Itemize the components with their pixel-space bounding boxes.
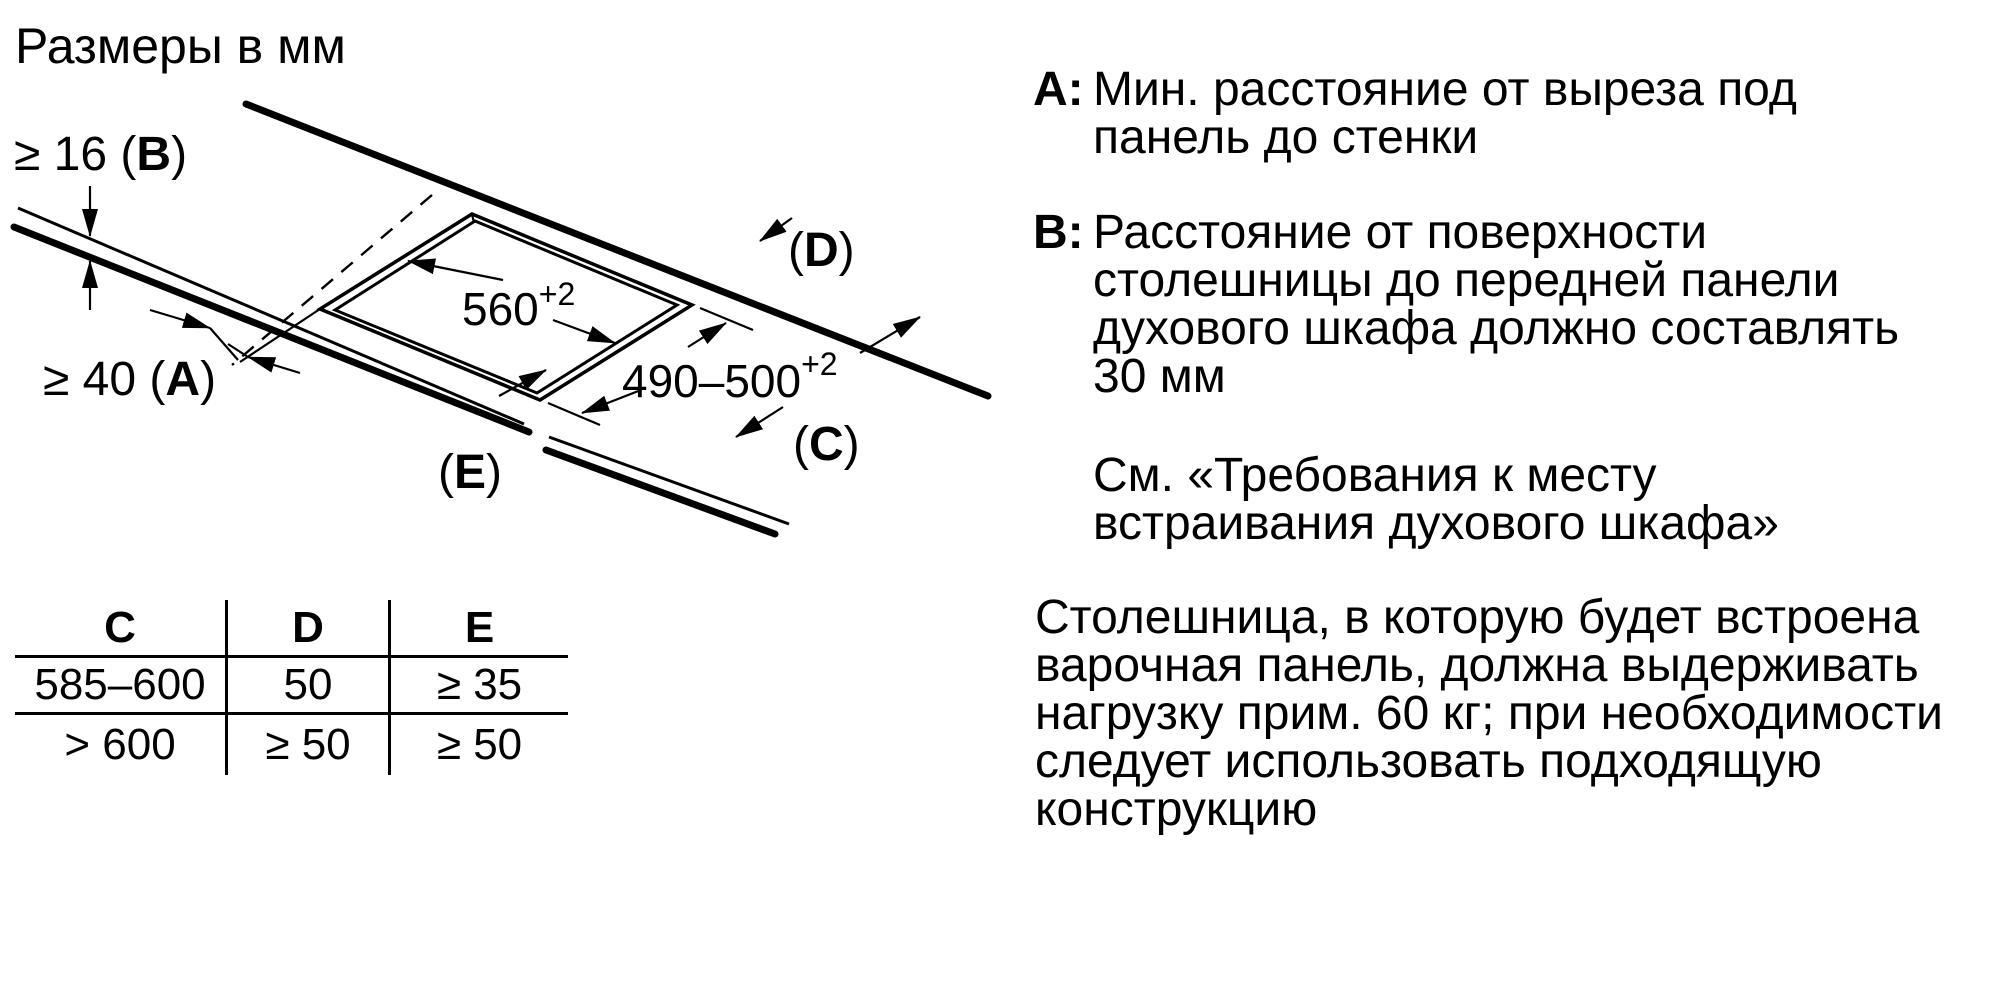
dim-560-arrow-left [407, 258, 504, 282]
label-d-arrow [759, 217, 793, 242]
cutout-inner-outline [331, 219, 681, 395]
table-header-c: C [15, 600, 228, 658]
table-cell-e2: ≥ 50 [436, 720, 523, 769]
cutout-outer-outline [316, 212, 696, 402]
dim-depth-label: 490–500+2 [622, 346, 838, 407]
depth-extension-line-bottom [547, 401, 601, 427]
table-cell-d1: 50 [228, 658, 391, 715]
dim-a-arrow-left [247, 355, 301, 375]
table-cell-c1: 585–600 [15, 658, 228, 715]
note-line: столешницы до передней панели [1093, 254, 1840, 307]
table-header-d: D [228, 600, 391, 658]
note-see-reference: См. «Требования к месту встраивания духо… [1093, 452, 1779, 548]
cutout-corner-edge [470, 213, 476, 224]
wall-reference-dashed-line [231, 194, 433, 366]
table-cell-d2: ≥ 50 [228, 715, 391, 775]
dim-b-label: ≥ 16 (B) [14, 128, 187, 181]
label-e-arrow [498, 369, 547, 397]
dim-a-leader-1 [209, 327, 239, 361]
label-e: (E) [438, 446, 502, 499]
note-line: конструкцию [1035, 783, 1318, 836]
note-load-capacity: Столешница, в которую будет встроена вар… [1035, 594, 1943, 834]
note-line: Расстояние от поверхности [1093, 206, 1708, 259]
note-line: См. «Требования к месту [1093, 449, 1657, 502]
label-c-arrow-down [735, 406, 784, 438]
label-d: (D) [788, 224, 855, 277]
dim-a-arrow-right [149, 308, 211, 330]
page-title: Размеры в мм [15, 18, 346, 74]
dimension-table: C D E 585–600 50 ≥ 35 > 600 ≥ 50 ≥ 50 [15, 600, 568, 775]
table-cell-c2: > 600 [15, 715, 228, 775]
table-cell-e1: ≥ 35 [391, 658, 568, 715]
dim-a-leader-2 [227, 343, 249, 358]
worktop-front-edge-top-right [548, 435, 790, 526]
note-line: Мин. расстояние от выреза под [1093, 63, 1797, 116]
note-line: 30 мм [1093, 350, 1226, 403]
label-c: (C) [793, 418, 860, 471]
note-b-text: Расстояние от поверхности столешницы до … [1093, 209, 1899, 401]
label-c-arrow-up [859, 316, 921, 354]
worktop-back-edge [242, 100, 992, 400]
dim-width-label: 560+2 [462, 276, 575, 335]
note-line: следует использовать подходящую [1035, 735, 1822, 788]
note-line: Столешница, в которую будет встроена [1035, 591, 1920, 644]
note-line: варочная панель, должна выдерживать [1035, 639, 1919, 692]
note-line: панель до стенки [1093, 111, 1479, 164]
dim-490-arrow-up [687, 322, 727, 348]
note-b-key: B: [1033, 206, 1084, 259]
note-line: духового шкафа должно составлять [1093, 302, 1900, 355]
note-a-text: Мин. расстояние от выреза под панель до … [1093, 66, 1797, 162]
table-header-e: E [391, 600, 568, 658]
note-line: встраивания духового шкафа» [1093, 497, 1779, 550]
worktop-front-edge-bottom-left [10, 223, 533, 436]
dim-560-arrow-right [552, 318, 616, 345]
dim-490-arrow-down [581, 388, 642, 415]
cutout-edge-extension-line [239, 308, 321, 363]
worktop-front-edge-bottom-right [542, 446, 779, 538]
note-a-key: A: [1033, 63, 1084, 116]
worktop-front-edge-top-left [17, 206, 525, 426]
depth-extension-line-top [699, 306, 754, 332]
note-line: нагрузку прим. 60 кг; при необходимости [1035, 687, 1943, 740]
installation-diagram: ≥ 16 (B) ≥ 40 (A) 560+2 490–500+2 (D) (C… [10, 100, 992, 538]
dim-a-label: ≥ 40 (A) [43, 353, 216, 406]
